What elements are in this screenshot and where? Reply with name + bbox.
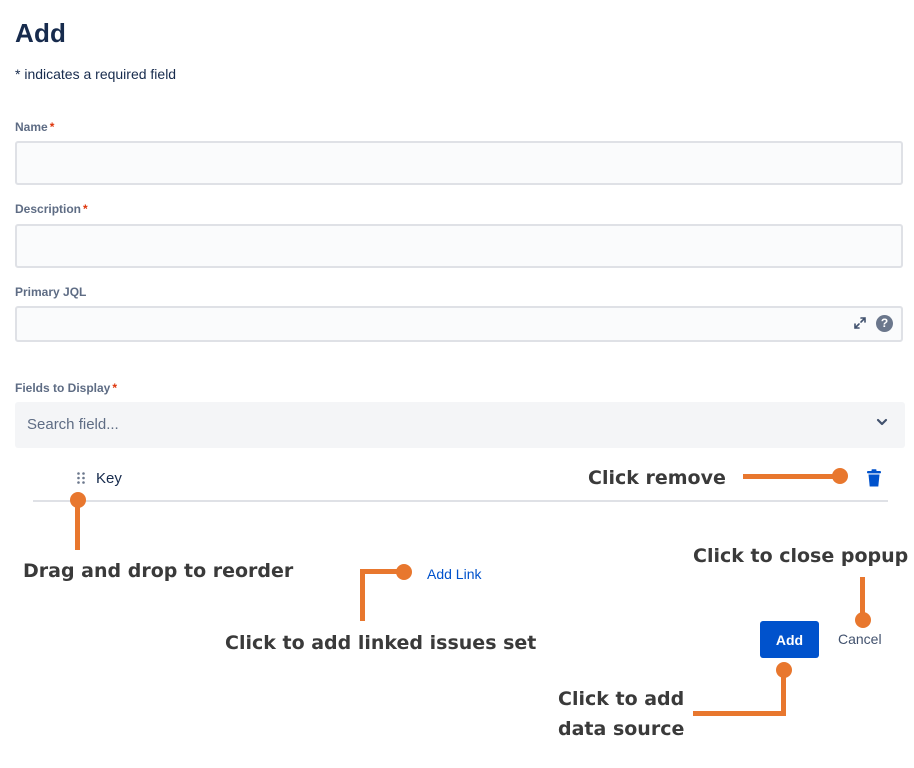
callout-dot	[855, 612, 871, 628]
trash-icon[interactable]	[864, 468, 884, 488]
required-marker: *	[83, 202, 88, 216]
name-label-text: Name	[15, 120, 48, 134]
primary-jql-label-text: Primary JQL	[15, 285, 87, 299]
help-icon[interactable]: ?	[876, 315, 893, 332]
drag-handle-icon[interactable]	[76, 471, 86, 485]
callout-click-remove: Click remove	[588, 467, 726, 489]
field-item-key: Key	[96, 470, 122, 487]
callout-line	[693, 711, 786, 716]
field-row-divider	[33, 500, 888, 502]
add-button[interactable]: Add	[760, 621, 819, 658]
callout-line	[743, 474, 838, 479]
cancel-link[interactable]: Cancel	[838, 631, 882, 647]
expand-icon-graphic	[854, 317, 866, 329]
callout-close-popup: Click to close popup	[693, 545, 909, 567]
required-marker: *	[49, 120, 55, 134]
fields-search-select[interactable]: Search field...	[15, 402, 905, 448]
fields-to-display-label-text: Fields to Display	[15, 381, 111, 395]
fields-search-placeholder: Search field...	[27, 416, 119, 433]
description-label: Description*	[15, 202, 88, 216]
description-input[interactable]	[15, 224, 903, 268]
required-note: * indicates a required field	[15, 66, 177, 82]
callout-line	[360, 569, 365, 621]
callout-line	[860, 577, 865, 617]
description-label-text: Description	[15, 202, 82, 216]
fields-to-display-label: Fields to Display*	[15, 381, 117, 395]
required-marker: *	[112, 381, 118, 395]
callout-drag-reorder: Drag and drop to reorder	[23, 560, 294, 582]
callout-line	[781, 670, 786, 716]
name-input[interactable]	[15, 141, 903, 185]
callout-add-linked: Click to add linked issues set	[225, 632, 537, 654]
add-link[interactable]: Add Link	[427, 566, 482, 582]
callout-dot	[832, 468, 848, 484]
expand-icon[interactable]	[853, 316, 867, 330]
chevron-down-icon	[876, 418, 888, 426]
primary-jql-label: Primary JQL	[15, 285, 86, 299]
callout-add-source-line1: Click to add	[558, 688, 685, 710]
callout-line	[75, 500, 80, 550]
callout-dot	[396, 564, 412, 580]
name-label: Name*	[15, 120, 54, 134]
callout-add-source-line2: data source	[558, 718, 685, 740]
page-title: Add	[15, 18, 67, 48]
callout-line	[360, 569, 400, 574]
primary-jql-input[interactable]	[15, 306, 903, 342]
